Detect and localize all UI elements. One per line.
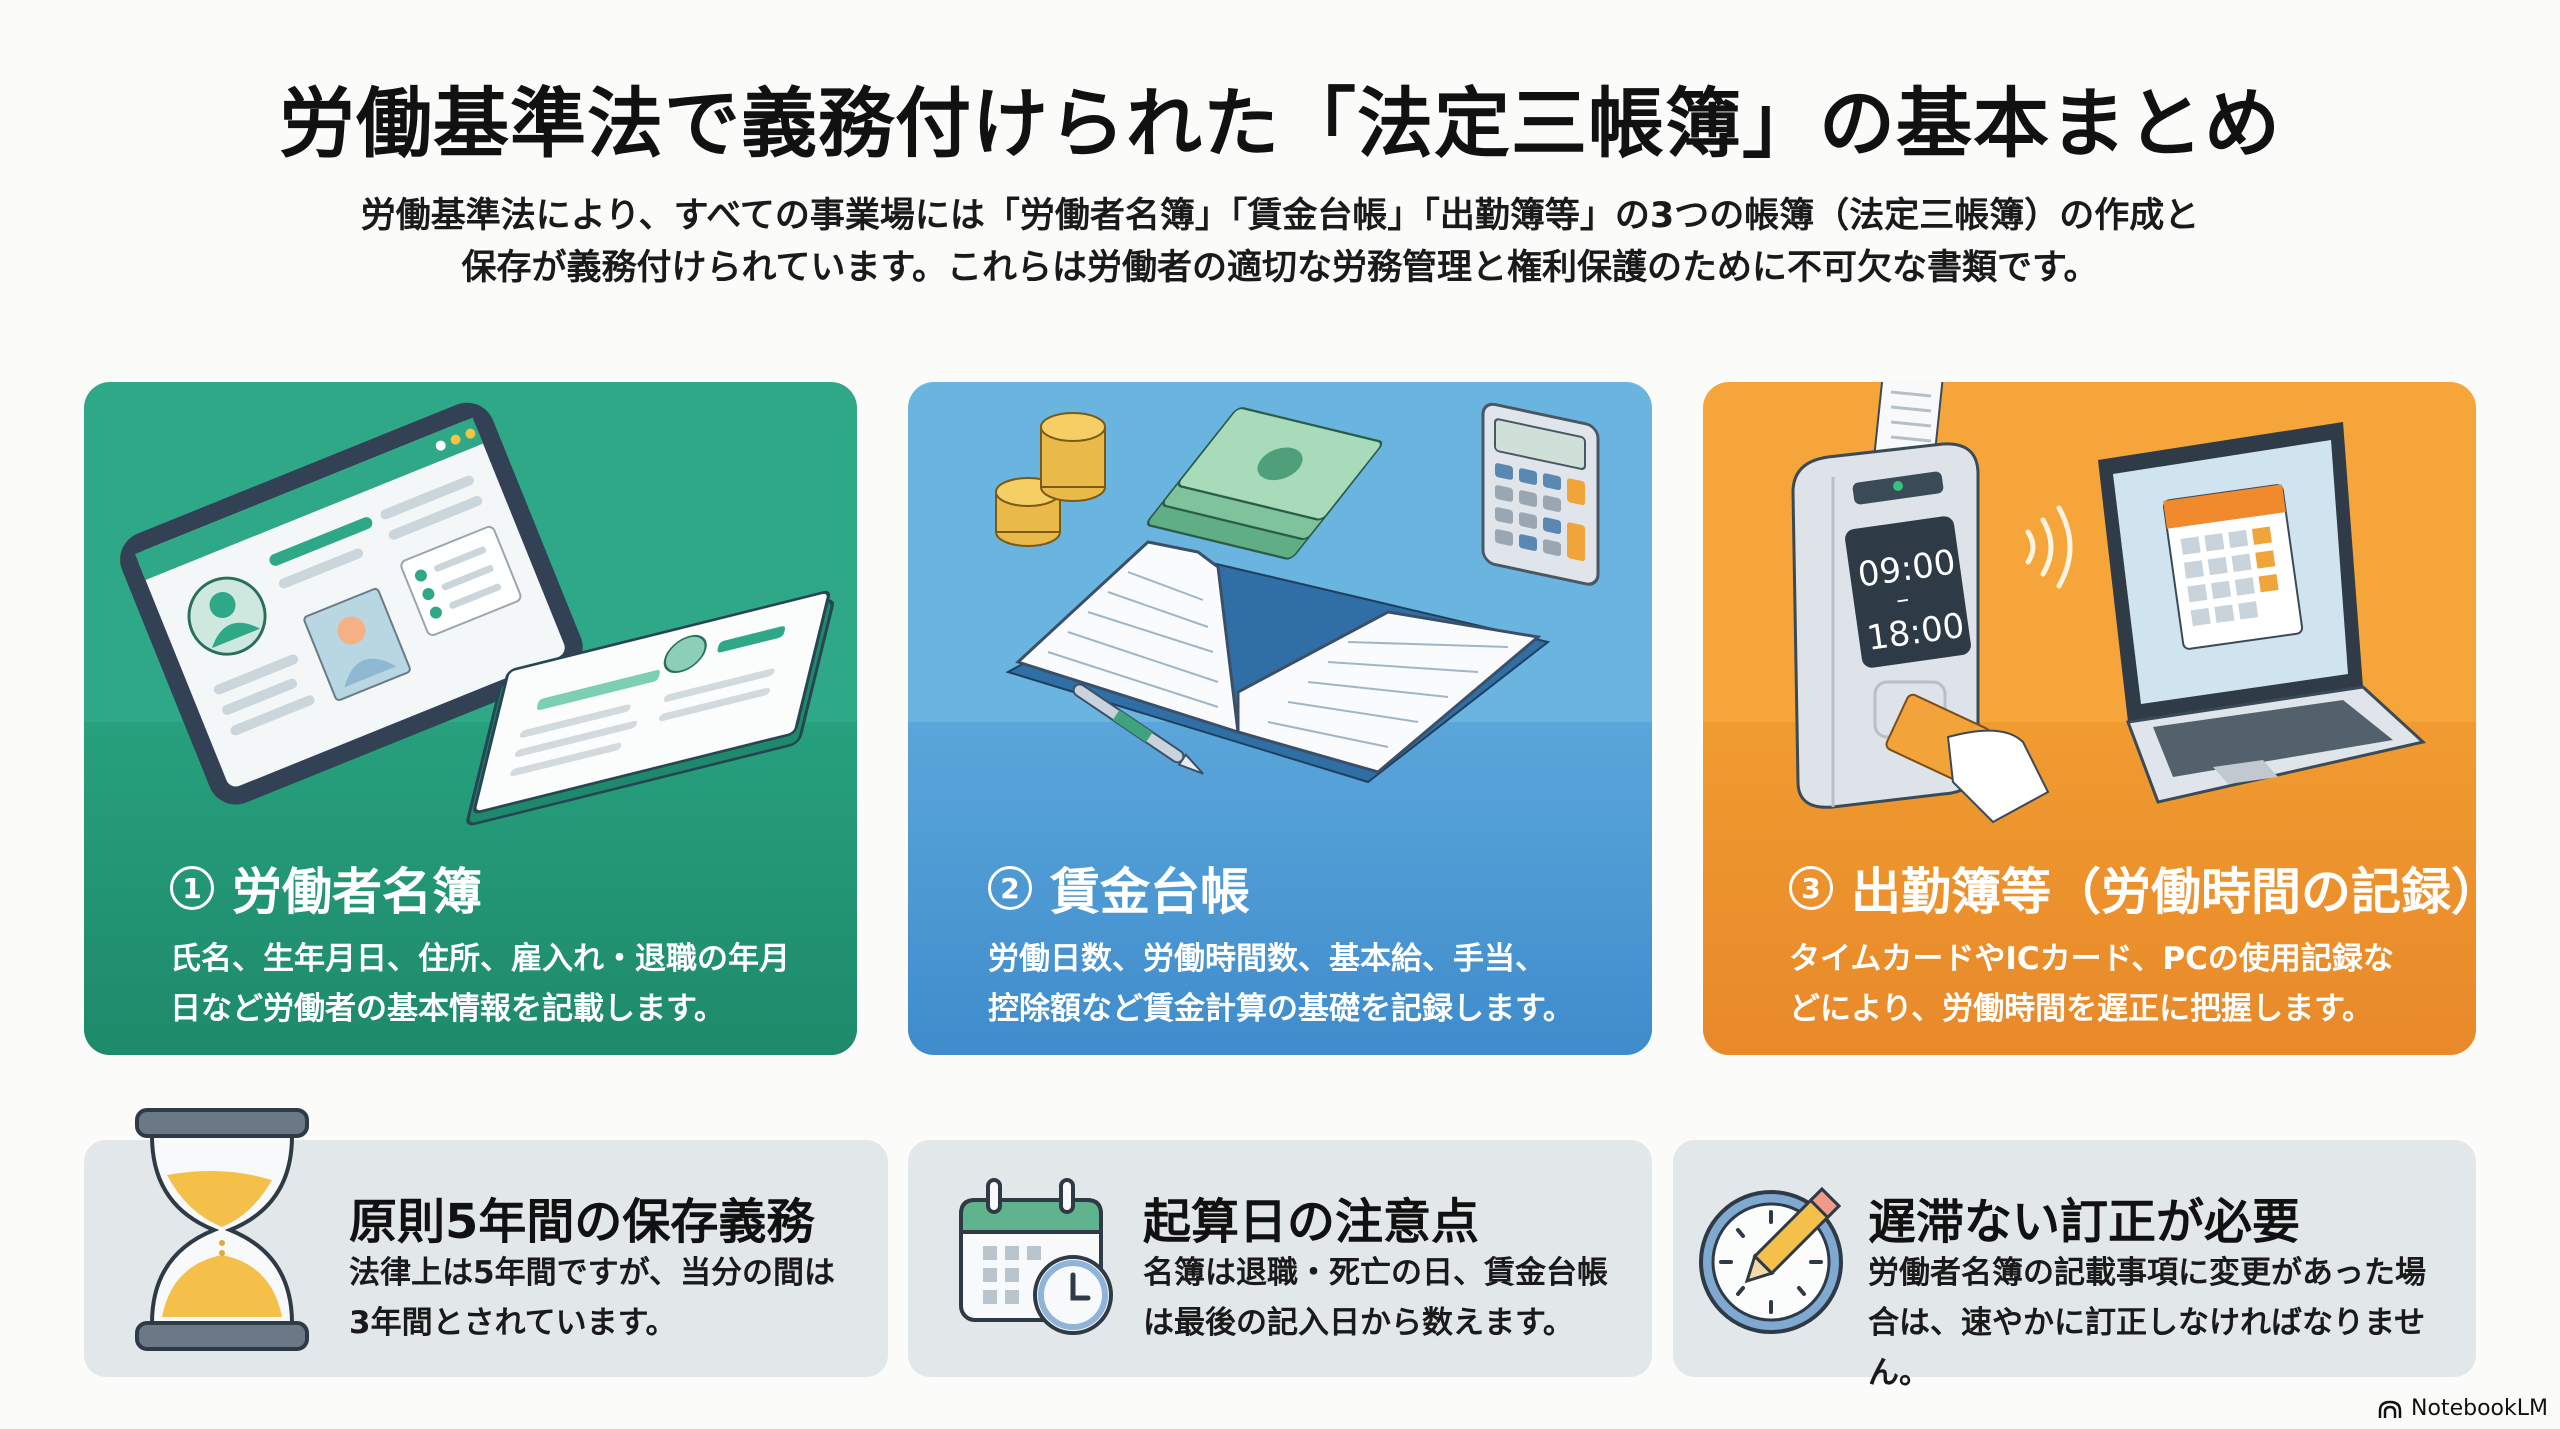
note-title: 起算日の注意点	[1143, 1194, 1480, 1250]
card-description: 労働日数、労働時間数、基本給、手当、 控除額など賃金計算の基礎を記録します。	[988, 934, 1612, 1034]
card-title-text: 出勤簿等（労働時間の記録）	[1851, 863, 2476, 921]
time-clock-and-laptop-icon: 09:00 – 18:00	[1791, 382, 2427, 824]
page-title: 労働基準法で義務付けられた「法定三帳簿」の基本まとめ	[279, 79, 2281, 168]
card-description-line: 氏名、生年月日、住所、雇入れ・退職の年月	[170, 941, 790, 977]
note-description: 労働者名簿の記載事項に変更があった場 合は、速やかに訂正しなければなりません。	[1868, 1248, 2476, 1398]
page-subtitle: 労働基準法により、すべての事業場には「労働者名簿」「賃金台帳」「出勤簿等」の3つ…	[0, 190, 2560, 294]
calendar-clock-icon	[959, 1178, 1113, 1335]
card-worker-register: 1 労働者名簿 氏名、生年月日、住所、雇入れ・退職の年月 日など労働者の基本情報…	[84, 382, 857, 1055]
note-description-line: 合は、速やかに訂正しなければなりません。	[1868, 1305, 2426, 1391]
card-description: タイムカードやICカード、PCの使用記録な どにより、労働時間を遅正に把握します…	[1789, 934, 2436, 1034]
card-attendance-records: 09:00 – 18:00 3	[1703, 382, 2476, 1055]
subtitle-line-2: 保存が義務付けられています。これらは労働者の適切な労務管理と権利保護のために不可…	[461, 248, 2099, 288]
card-description-line: 日など労働者の基本情報を記載します。	[170, 991, 725, 1027]
note-description-line: 名簿は退職・死亡の日、賃金台帳	[1143, 1255, 1608, 1291]
card-title-text: 労働者名簿	[232, 863, 482, 921]
card-description-line: 控除額など賃金計算の基礎を記録します。	[988, 991, 1574, 1027]
card-wage-ledger: 2 賃金台帳 労働日数、労働時間数、基本給、手当、 控除額など賃金計算の基礎を記…	[908, 382, 1652, 1055]
note-description: 名簿は退職・死亡の日、賃金台帳 は最後の記入日から数えます。	[1143, 1248, 1608, 1348]
number-badge: 2	[988, 866, 1032, 910]
number-badge: 3	[1789, 866, 1833, 910]
tablet-and-register-book-icon	[120, 402, 835, 826]
card-description-line: タイムカードやICカード、PCの使用記録な	[1789, 941, 2394, 977]
clock-separator: –	[1894, 584, 1911, 616]
note-description-line: は最後の記入日から数えます。	[1143, 1305, 1574, 1341]
note-prompt-correction: 遅滞ない訂正が必要 労働者名簿の記載事項に変更があった場 合は、速やかに訂正しな…	[1673, 1140, 2476, 1391]
card-title-text: 賃金台帳	[1050, 863, 1250, 921]
number-badge: 1	[170, 866, 214, 910]
note-title: 原則5年間の保存義務	[349, 1194, 815, 1250]
card-title: 3 出勤簿等（労働時間の記録）	[1789, 852, 2476, 924]
note-start-date: 起算日の注意点 名簿は退職・死亡の日、賃金台帳 は最後の記入日から数えます。	[908, 1140, 1652, 1377]
brand-name: NotebookLM	[2411, 1396, 2548, 1421]
card-floor	[908, 722, 1652, 1055]
subtitle-line-1: 労働基準法により、すべての事業場には「労働者名簿」「賃金台帳」「出勤簿等」の3つ…	[360, 196, 2200, 236]
card-title: 2 賃金台帳	[988, 852, 1250, 924]
brand-watermark: NotebookLM	[2377, 1396, 2548, 1421]
card-title: 1 労働者名簿	[170, 852, 482, 924]
hourglass-icon	[135, 1108, 309, 1351]
card-description-line: 労働日数、労働時間数、基本給、手当、	[988, 941, 1546, 977]
card-description-line: どにより、労働時間を遅正に把握します。	[1789, 991, 2374, 1027]
note-description-line: 労働者名簿の記載事項に変更があった場	[1868, 1255, 2426, 1291]
note-title: 遅滞ない訂正が必要	[1868, 1194, 2301, 1250]
card-description: 氏名、生年月日、住所、雇入れ・退職の年月 日など労働者の基本情報を記載します。	[170, 934, 817, 1034]
note-description-line: 3年間とされています。	[349, 1305, 677, 1341]
notebooklm-logo-icon	[2378, 1400, 2402, 1418]
note-description-line: 法律上は5年間ですが、当分の間は	[349, 1255, 835, 1291]
ledger-coins-cash-calculator-icon	[995, 402, 1600, 784]
note-description: 法律上は5年間ですが、当分の間は 3年間とされています。	[349, 1248, 835, 1348]
clock-pencil-icon	[1699, 1186, 1843, 1334]
